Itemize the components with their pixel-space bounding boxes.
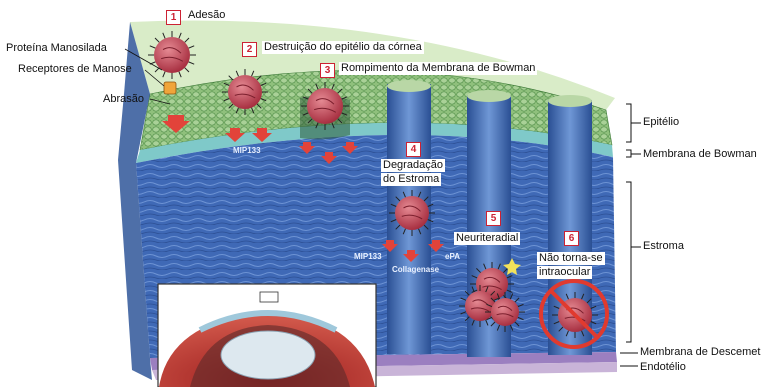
descemet-membrane-label: Membrana de Descemet: [640, 346, 760, 358]
step-4-label-line1: Degradação: [381, 159, 445, 172]
step-2-label: Destruição do epitélio da córnea: [262, 41, 424, 54]
mannosylated-protein-label: Proteína Manosilada: [6, 42, 107, 55]
column-top: [467, 90, 511, 102]
mannose-receptors-label: Receptores de Manose: [18, 63, 132, 76]
acanthamoeba-organism: [148, 31, 196, 79]
epa-label: ePA: [445, 252, 460, 261]
abrasion-label: Abrasão: [103, 93, 144, 106]
acanthamoeba-organism: [485, 292, 525, 332]
column-top: [548, 95, 592, 107]
mip133-label: MIP133: [354, 252, 382, 261]
acanthamoeba-organism: [301, 82, 349, 130]
step-6-label-line2: intraocular: [537, 266, 592, 279]
step-2-number: 2: [242, 42, 257, 57]
layer-brackets: [620, 104, 641, 366]
eye-cross-section-inset: [158, 284, 376, 387]
step-4-number: 4: [406, 142, 421, 157]
step-6-label-line1: Não torna-se: [537, 252, 605, 265]
step-5-label: Neuriteradial: [454, 232, 520, 245]
step-3-label: Rompimento da Membrana de Bowman: [339, 62, 537, 75]
step-6-number: 6: [564, 231, 579, 246]
mannose-receptor-icon: [164, 82, 176, 94]
column-top: [387, 80, 431, 92]
step-5-number: 5: [486, 211, 501, 226]
collagenase-label: Collagenase: [392, 265, 439, 274]
epithelium-label: Epitélio: [643, 116, 679, 128]
stroma-label: Estroma: [643, 240, 684, 252]
step-4-label-line2: do Estroma: [381, 173, 441, 186]
step-1-number: 1: [166, 10, 181, 25]
acanthamoeba-organism: [389, 190, 435, 236]
mip133-label: MIP133: [233, 146, 261, 155]
bowman-membrane-label: Membrana de Bowman: [643, 148, 757, 160]
endothelium-label: Endotélio: [640, 361, 686, 373]
step-3-number: 3: [320, 63, 335, 78]
acanthamoeba-organism: [222, 69, 268, 115]
step-1-label: Adesão: [188, 9, 225, 22]
